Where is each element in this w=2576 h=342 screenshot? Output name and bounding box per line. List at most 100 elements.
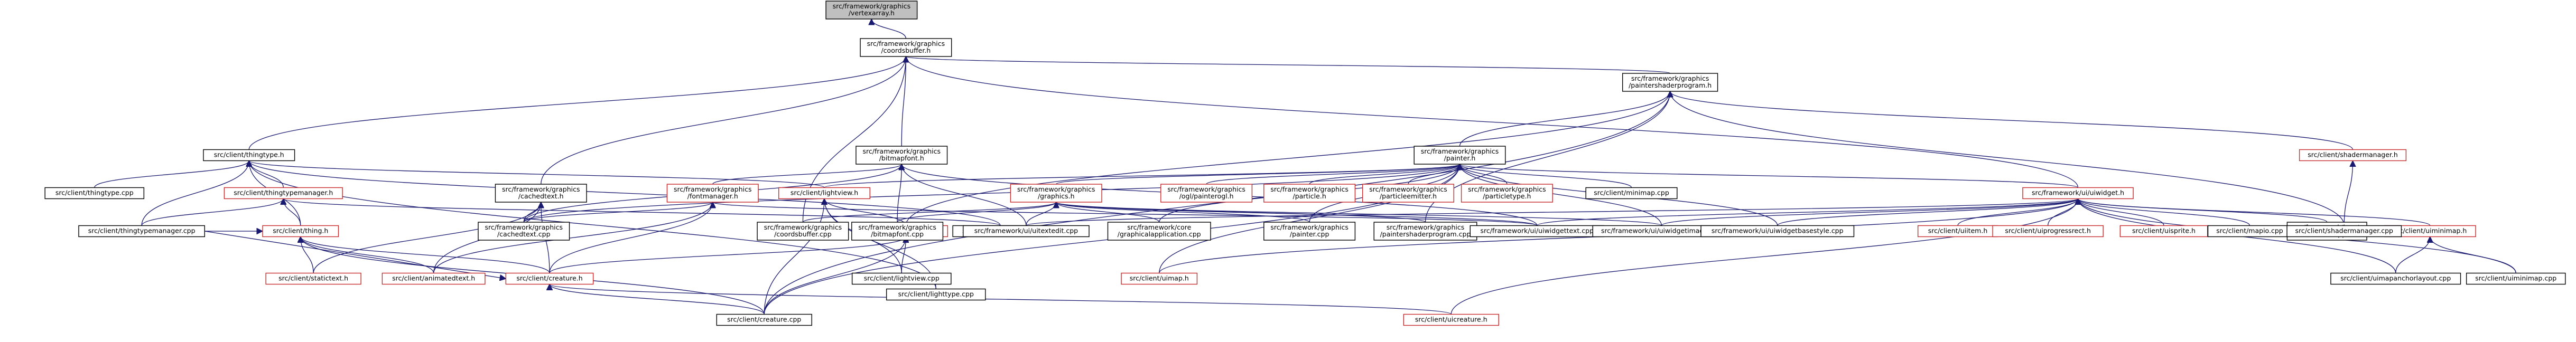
node-painter-h[interactable]: src/framework/graphics/painter.h (1413, 146, 1506, 165)
node-box (851, 222, 944, 241)
node-box (478, 222, 570, 241)
node-label: /particletype.h (1483, 192, 1531, 200)
node-bitmapfont-h[interactable]: src/framework/graphics/bitmapfont.h (855, 146, 948, 165)
node-fontmanager-h[interactable]: src/framework/graphics/fontmanager.h (666, 184, 759, 203)
node-shadermanager-cpp[interactable]: src/client/shadermanager.cpp (2286, 225, 2402, 238)
node-uiwidget-h[interactable]: src/framework/ui/uiwidget.h (2022, 187, 2134, 200)
node-coordsbuffer-cpp[interactable]: src/framework/graphics/coordsbuffer.cpp (757, 222, 849, 241)
edge-mouse_cpp-to-uiwidget_h (2078, 198, 2328, 223)
edge-thingtypemanager_cpp-to-creature_h (204, 231, 506, 279)
node-box (2466, 272, 2566, 285)
node-thingtype-h[interactable]: src/client/thingtype.h (203, 149, 295, 162)
edge-uiwidget_h-to-coordsbuffer_h (906, 56, 2079, 188)
node-minimap-cpp[interactable]: src/client/minimap.cpp (1585, 187, 1678, 200)
node-particletype-h[interactable]: src/framework/graphics/particletype.h (1461, 184, 1553, 203)
node-box (2299, 149, 2407, 162)
node-coordsbuffer-h[interactable]: src/framework/graphics/coordsbuffer.h (860, 38, 952, 57)
node-uiprogressrect-h[interactable]: src/client/uiprogressrect.h (1992, 225, 2104, 238)
node-painter-cpp[interactable]: src/framework/graphics/painter.cpp (1263, 222, 1356, 241)
node-box (1585, 187, 1678, 200)
node-label: src/framework/graphics (1468, 185, 1546, 193)
node-statictext-h[interactable]: src/client/statictext.h (265, 272, 361, 285)
node-uicreature-h[interactable]: src/client/uicreature.h (1403, 314, 1499, 326)
node-uiwidgettext-cpp[interactable]: src/framework/ui/uiwidgettext.cpp (1470, 225, 1604, 238)
node-label: src/framework/graphics (863, 147, 941, 155)
edge-lighttype_cpp-to-thingtype_h (249, 161, 936, 289)
edge-paintershaderprogram_h-to-coordsbuffer_h (906, 56, 1671, 74)
node-box (886, 288, 986, 301)
node-thingtypemanager-cpp[interactable]: src/client/thingtypemanager.cpp (78, 225, 205, 238)
node-uisprite-h[interactable]: src/client/uisprite.h (2119, 225, 2208, 238)
node-label: src/framework/graphics (1270, 223, 1348, 231)
node-graphics-h[interactable]: src/framework/graphics/graphics.h (1010, 184, 1102, 203)
dependency-edges (94, 18, 2516, 315)
edge-statictext_h-to-cachedtext_h (313, 202, 541, 273)
node-label: /bitmapfont.h (879, 154, 924, 162)
node-lightview-cpp[interactable]: src/client/lightview.cpp (851, 272, 952, 285)
node-label: src/client/uiprogressrect.h (2005, 227, 2091, 235)
edge-thingtype_h-to-coordsbuffer_h (248, 56, 906, 150)
node-uiitem-h[interactable]: src/client/uiitem.h (1917, 225, 1998, 238)
edge-creature_cpp-to-paintershaderprogram_h (764, 91, 1670, 315)
node-box (2330, 272, 2461, 285)
edge-uiwidgetimage_cpp-to-painter_h (1460, 164, 1662, 226)
node-graphicalapplication-cpp[interactable]: src/framework/core/graphicalapplication.… (1107, 222, 1211, 241)
node-thingtype-cpp[interactable]: src/client/thingtype.cpp (44, 187, 145, 200)
node-box (825, 1, 918, 20)
node-uimap-h[interactable]: src/client/uimap.h (1121, 272, 1198, 285)
node-label: /graphics.h (1038, 192, 1075, 200)
node-creature-cpp[interactable]: src/client/creature.cpp (716, 314, 812, 326)
node-thingtypemanager-h[interactable]: src/client/thingtypemanager.h (224, 187, 343, 200)
node-label: /coordsbuffer.h (881, 46, 931, 54)
edge-minimap_cpp-to-painter_h (1460, 164, 1632, 188)
node-bitmapfont-cpp[interactable]: src/framework/graphics/bitmapfont.cpp (851, 222, 944, 241)
node-uimapanchorlayout-cpp[interactable]: src/client/uimapanchorlayout.cpp (2330, 272, 2461, 285)
node-label: src/framework/ui/uiwidgetbasestyle.cpp (1712, 227, 1844, 235)
node-lighttype-cpp[interactable]: src/client/lighttype.cpp (886, 288, 986, 301)
edge-uicreature_h-to-uiwidget_h (1450, 199, 2078, 315)
node-label: src/framework/graphics (502, 185, 580, 193)
node-label: src/framework/graphics (1369, 185, 1447, 193)
node-label: src/client/thingtype.cpp (55, 189, 134, 197)
node-uiwidgetbasestyle-cpp[interactable]: src/framework/ui/uiwidgetbasestyle.cpp (1700, 225, 1855, 238)
edge-bitmapfont_cpp-to-graphics_h (897, 202, 1056, 223)
node-cachedtext-h[interactable]: src/framework/graphics/cachedtext.h (495, 184, 587, 203)
edge-thingtype_cpp-to-thingtype_h (94, 160, 249, 188)
node-label: src/client/creature.cpp (727, 316, 801, 324)
node-box (1263, 222, 1356, 241)
node-label: /painter.h (1444, 154, 1476, 162)
node-cachedtext-cpp[interactable]: src/framework/graphics/cachedtext.cpp (478, 222, 570, 241)
node-uiwidgetimage-cpp[interactable]: src/framework/ui/uiwidgetimage.cpp (1592, 225, 1731, 238)
node-creature-h[interactable]: src/client/creature.h (505, 272, 594, 285)
node-label: src/framework/graphics (1270, 185, 1348, 193)
node-uitextedit-cpp[interactable]: src/framework/ui/uitextedit.cpp (963, 225, 1090, 238)
node-animatedtext-h[interactable]: src/client/animatedtext.h (382, 272, 486, 285)
node-box (1362, 184, 1454, 203)
node-box (1700, 225, 1855, 238)
edge-uiminimap_h-to-uiwidget_h (2078, 198, 2431, 226)
node-box (1373, 222, 1477, 241)
node-label: src/client/lightview.h (791, 189, 858, 197)
node-box (1461, 184, 1553, 203)
node-box (1403, 314, 1499, 326)
node-label: src/framework/graphics (858, 223, 936, 231)
node-painterogl-h[interactable]: src/framework/graphics/ogl/painterogl.h (1160, 184, 1253, 203)
edge-cachedtext_h-to-coordsbuffer_h (541, 56, 906, 185)
node-lightview-h[interactable]: src/client/lightview.h (778, 187, 870, 200)
edge-creature_cpp-to-mapview_h (764, 237, 906, 315)
node-shadermanager-h[interactable]: src/client/shadermanager.h (2299, 149, 2407, 162)
node-root[interactable]: src/framework/graphics/vertexarray.h (825, 1, 918, 20)
node-particleemitter-h[interactable]: src/framework/graphics/particleemitter.h (1362, 184, 1454, 203)
node-paintershaderprogram-h[interactable]: src/framework/graphics/paintershaderprog… (1622, 73, 1718, 92)
node-label: src/framework/graphics (764, 223, 842, 231)
node-particle-h[interactable]: src/framework/graphics/particle.h (1263, 184, 1356, 203)
node-uiminimap-h[interactable]: src/client/uiminimap.h (2384, 225, 2476, 238)
node-box (2119, 225, 2208, 238)
edge-mapview_h-to-lightview_h (824, 198, 907, 226)
node-mapio-cpp[interactable]: src/client/mapio.cpp (2207, 225, 2292, 238)
node-thing-h[interactable]: src/client/thing.h (262, 225, 339, 238)
node-box (2286, 225, 2402, 238)
node-uiminimap-cpp[interactable]: src/client/uiminimap.cpp (2466, 272, 2566, 285)
node-paintershaderprogram-cpp[interactable]: src/framework/graphics/paintershaderprog… (1373, 222, 1477, 241)
